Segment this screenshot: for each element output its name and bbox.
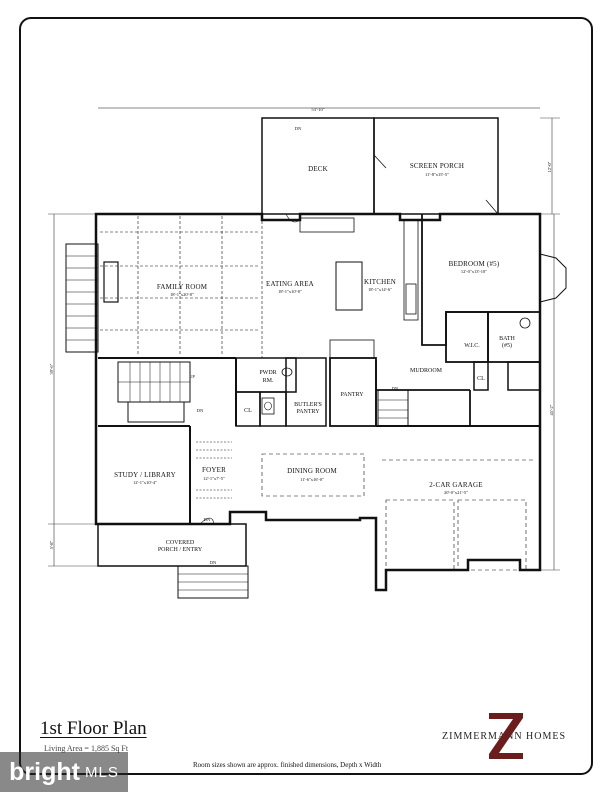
pwdr-label: PWDR	[259, 370, 276, 376]
dim-right-total: 45'-2"	[549, 404, 554, 415]
mudroom-dn-marker: DN	[392, 386, 399, 391]
house-outer-wall	[94, 212, 542, 592]
eating-area-dim: 18'-1"x10'-0"	[278, 289, 302, 294]
watermark-suffix: MLS	[84, 763, 119, 781]
butlers-pantry	[285, 357, 327, 427]
dim-left-main: 39'-6"	[49, 363, 54, 374]
stair-dn-marker: DN	[197, 408, 204, 413]
foyer-label: FOYER	[202, 466, 226, 474]
plan-title: 1st Floor Plan	[40, 718, 147, 739]
family-room-label: FAMILY ROOM	[157, 283, 208, 291]
garage-label: 2-CAR GARAGE	[429, 481, 483, 489]
closet-label-2: CL	[477, 376, 485, 382]
eating-area-label: EATING AREA	[266, 280, 314, 288]
zimmermann-logo	[489, 713, 523, 759]
z-logo-mark	[489, 713, 523, 759]
butlers-pantry-label: PANTRY	[296, 409, 320, 415]
covered-label: COVERED	[166, 540, 195, 546]
closet-label: CL	[244, 408, 252, 414]
study-label: STUDY / LIBRARY	[114, 471, 176, 479]
bright-mls-watermark: bright MLS	[0, 752, 128, 792]
foyer-dn-marker: DN	[204, 517, 211, 522]
pantry-label: PANTRY	[340, 392, 364, 398]
screen-porch-label: SCREEN PORCH	[410, 162, 464, 170]
dim-right-upper: 12'-0"	[547, 161, 552, 172]
dim-left-porch: 5'-8"	[49, 541, 54, 550]
bedroom-dim: 12'-0"x13'-10"	[461, 269, 487, 274]
room-size-note: Room sizes shown are approx. finished di…	[193, 761, 382, 769]
walk-in-closet	[445, 311, 489, 363]
dining-ceiling	[261, 453, 365, 497]
mudroom-label: MUDROOM	[410, 368, 443, 374]
kitchen-island	[335, 261, 363, 311]
bath-number: (#5)	[502, 342, 512, 349]
bath-label: BATH	[499, 336, 515, 342]
screen-porch-outline	[373, 117, 499, 215]
fireplace	[103, 261, 119, 303]
bedroom-label: BEDROOM (#5)	[449, 260, 500, 268]
kitchen-label: KITCHEN	[364, 278, 396, 286]
pwdr-rm-label: RM.	[263, 378, 274, 384]
screen-porch-dim: 11'-8"x15'-5"	[425, 172, 449, 177]
wic-label: W.I.C.	[464, 343, 480, 349]
plan-sheet-border	[19, 17, 593, 775]
living-area: Living Area = 1,885 Sq Ft	[44, 744, 129, 753]
watermark-word: bright	[9, 757, 80, 786]
study-dim: 12'-1"x10'-4"	[133, 480, 157, 485]
deck-label: DECK	[308, 165, 328, 173]
porch-entry-label: PORCH / ENTRY	[158, 547, 203, 553]
foyer-dim: 12'-1"x7'-5"	[203, 476, 225, 481]
fireplace-patio	[65, 243, 99, 353]
family-room-dim: 18'-1"x20'-0"	[170, 292, 194, 297]
butlers-label: BUTLER'S	[294, 402, 322, 408]
dining-dim: 11'-6"x16'-0"	[300, 477, 324, 482]
deck-dn-marker: DN	[295, 126, 302, 131]
porch-dn-marker: DN	[210, 560, 217, 565]
stair-up-marker: UP	[189, 374, 195, 379]
dining-label: DINING ROOM	[287, 467, 337, 475]
covered-porch	[97, 523, 247, 567]
kitchen-dim: 18'-1"x14'-6"	[368, 287, 392, 292]
garage-dim: 20'-0"x21'-5"	[444, 490, 468, 495]
dim-top: 53'-10"	[311, 107, 324, 112]
